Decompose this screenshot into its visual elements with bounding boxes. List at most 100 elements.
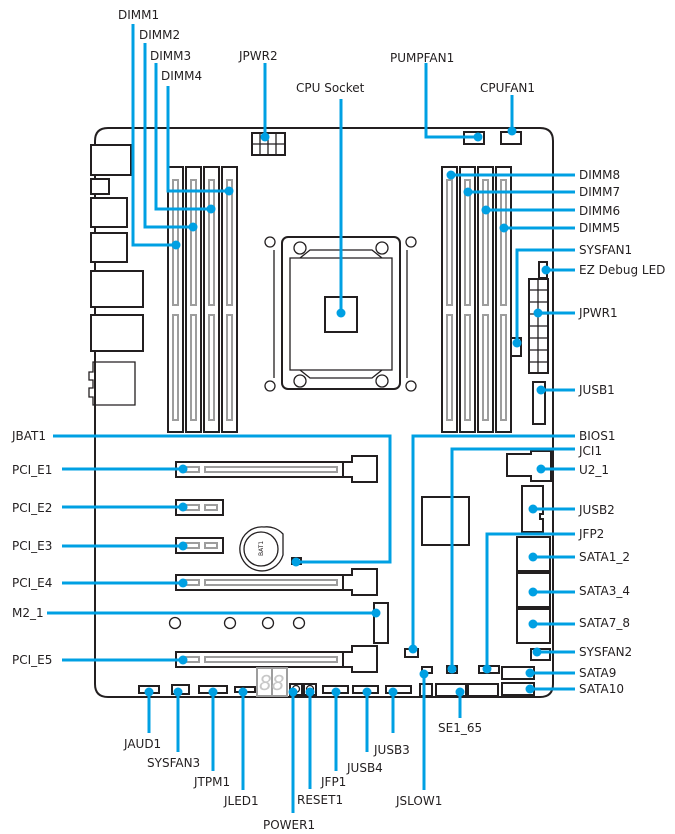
jusb2-dot bbox=[528, 504, 538, 514]
m2-1-dot bbox=[371, 608, 381, 618]
label-dimm2: DIMM2 bbox=[139, 28, 180, 42]
m2-standoff bbox=[223, 616, 237, 630]
sata10-dot bbox=[525, 684, 535, 694]
battery-label: BAT1 bbox=[258, 541, 265, 556]
label-bios1: BIOS1 bbox=[579, 429, 615, 443]
dimm3-dot bbox=[206, 204, 216, 214]
label-pumpfan1: PUMPFAN1 bbox=[390, 51, 454, 65]
pci-e2-dot bbox=[178, 502, 188, 512]
label-jfp1: JFP1 bbox=[320, 775, 346, 789]
label-jbat1: JBAT1 bbox=[11, 429, 46, 443]
reset1-dot bbox=[305, 687, 315, 697]
label-dimm7: DIMM7 bbox=[579, 185, 620, 199]
pci-e4-dot bbox=[178, 578, 188, 588]
jci1-dot bbox=[447, 664, 457, 674]
dimm7-dot bbox=[463, 187, 473, 197]
label-sysfan1: SYSFAN1 bbox=[579, 243, 632, 257]
sysfan2-dot bbox=[532, 647, 542, 657]
label-dimm3: DIMM3 bbox=[150, 49, 191, 63]
label-jslow1: JSLOW1 bbox=[395, 794, 442, 808]
sata1-2-dot bbox=[528, 552, 538, 562]
label-jusb1: JUSB1 bbox=[578, 383, 615, 397]
jpwr2-dot bbox=[260, 132, 270, 142]
dimm2-leader bbox=[143, 43, 193, 229]
jslow1-dot bbox=[419, 669, 429, 679]
pci-e5-dot bbox=[178, 655, 188, 665]
pci-e1-slot bbox=[175, 455, 378, 483]
jaud1-dot bbox=[144, 687, 154, 697]
label-sata10: SATA10 bbox=[579, 682, 624, 696]
label-cpufan1: CPUFAN1 bbox=[480, 81, 535, 95]
u2-1-dot bbox=[536, 464, 546, 474]
label-dimm8: DIMM8 bbox=[579, 168, 620, 182]
jfp2-leader bbox=[485, 532, 575, 669]
dimm3-leader bbox=[154, 63, 211, 211]
dimm4-dot bbox=[224, 186, 234, 196]
pci-e4-slot bbox=[175, 568, 378, 596]
jusb3-dot bbox=[388, 687, 398, 697]
dimm5-dot bbox=[499, 223, 509, 233]
chipset bbox=[421, 496, 470, 546]
cpufan1-dot bbox=[507, 126, 517, 136]
sysfan1-leader bbox=[515, 248, 575, 343]
jci1-leader bbox=[450, 447, 575, 669]
dimm8-dot bbox=[446, 170, 456, 180]
label-sysfan3: SYSFAN3 bbox=[147, 756, 200, 770]
jfp1-dot bbox=[331, 687, 341, 697]
power1-dot bbox=[288, 687, 298, 697]
se1-65-dot bbox=[455, 687, 465, 697]
label-pci-e4: PCI_E4 bbox=[12, 576, 52, 590]
m2-standoff bbox=[168, 616, 182, 630]
dimm1-leader bbox=[131, 24, 176, 247]
label-sata9: SATA9 bbox=[579, 666, 616, 680]
sysfan3-dot bbox=[173, 687, 183, 697]
dimm2-dot bbox=[188, 222, 198, 232]
label-jci1: JCI1 bbox=[578, 444, 602, 458]
sysfan1-dot bbox=[512, 338, 522, 348]
pci-e1-dot bbox=[178, 464, 188, 474]
jusb3-header bbox=[385, 685, 412, 694]
label-dimm4: DIMM4 bbox=[161, 69, 202, 83]
label-jusb3: JUSB3 bbox=[373, 743, 410, 757]
label-jfp2: JFP2 bbox=[578, 527, 604, 541]
label-cpu-socket: CPU Socket bbox=[296, 81, 365, 95]
label-jusb2: JUSB2 bbox=[578, 503, 615, 517]
jbat1-leader bbox=[53, 434, 392, 564]
jpwr1-connector bbox=[528, 278, 549, 374]
label-power1: POWER1 bbox=[263, 818, 315, 832]
cmos-battery: BAT1 bbox=[239, 526, 284, 572]
debug-code-display: 88 bbox=[256, 667, 288, 697]
label-pci-e5: PCI_E5 bbox=[12, 653, 52, 667]
dimm4-leader bbox=[166, 86, 229, 193]
label-ez-debug-led: EZ Debug LED bbox=[579, 263, 665, 277]
jfp2-dot bbox=[482, 664, 492, 674]
jled1-dot bbox=[238, 687, 248, 697]
label-sysfan2: SYSFAN2 bbox=[579, 645, 632, 659]
jbat1-dot bbox=[291, 557, 301, 567]
board-outline bbox=[94, 127, 554, 698]
pumpfan1-dot bbox=[473, 132, 483, 142]
jusb1-dot bbox=[536, 385, 546, 395]
label-jpwr2: JPWR2 bbox=[238, 49, 278, 63]
bios1-dot bbox=[408, 644, 418, 654]
m2-standoff bbox=[261, 616, 275, 630]
label-dimm5: DIMM5 bbox=[579, 221, 620, 235]
jpwr2-connector bbox=[251, 132, 286, 156]
label-sata7-8: SATA7_8 bbox=[579, 616, 630, 630]
sata9-dot bbox=[525, 668, 535, 678]
debug-code-text: 88 bbox=[259, 671, 284, 695]
jusb4-dot bbox=[362, 687, 372, 697]
label-u2-1: U2_1 bbox=[579, 463, 609, 477]
u2-1-connector bbox=[506, 450, 552, 482]
label-sata1-2: SATA1_2 bbox=[579, 550, 630, 564]
label-jusb4: JUSB4 bbox=[346, 761, 383, 775]
label-sata3-4: SATA3_4 bbox=[579, 584, 630, 598]
jtpm1-dot bbox=[208, 687, 218, 697]
label-jled1: JLED1 bbox=[223, 794, 259, 808]
sata3-4-dot bbox=[528, 587, 538, 597]
dimm6-dot bbox=[481, 205, 491, 215]
label-se1-65: SE1_65 bbox=[438, 721, 482, 735]
label-dimm6: DIMM6 bbox=[579, 204, 620, 218]
label-jaud1: JAUD1 bbox=[123, 737, 161, 751]
